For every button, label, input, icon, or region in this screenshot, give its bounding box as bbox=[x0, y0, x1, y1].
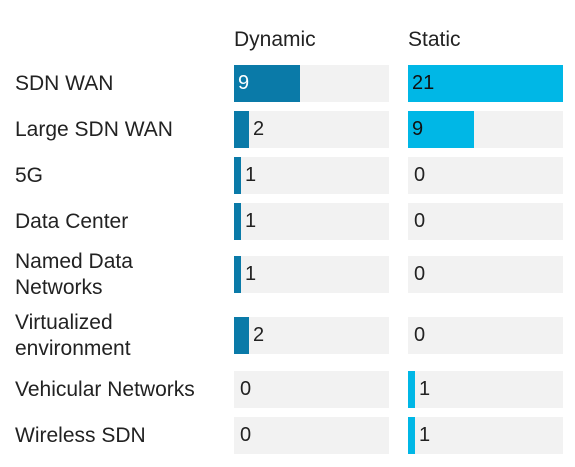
cell-dynamic: 1 bbox=[234, 256, 389, 293]
bar bbox=[408, 111, 474, 148]
bar bbox=[234, 157, 241, 194]
cell-dynamic: 2 bbox=[234, 317, 389, 354]
row-label: Vehicular Networks bbox=[15, 377, 195, 401]
value-label: 9 bbox=[412, 118, 424, 140]
cell-static: 0 bbox=[408, 317, 563, 354]
column-header-static: Static bbox=[408, 28, 461, 51]
bar bbox=[234, 65, 300, 102]
value-label: 2 bbox=[253, 324, 265, 346]
row-label: Named Data Networks bbox=[15, 249, 133, 299]
bar bbox=[408, 65, 563, 102]
cell-dynamic: 0 bbox=[234, 417, 389, 454]
value-label: 1 bbox=[245, 210, 257, 232]
value-label: 1 bbox=[419, 424, 431, 446]
value-label: 0 bbox=[414, 210, 426, 232]
cell-static: 0 bbox=[408, 157, 563, 194]
row-label: Large SDN WAN bbox=[15, 117, 173, 141]
value-label: 0 bbox=[414, 164, 426, 186]
value-label: 0 bbox=[414, 263, 426, 285]
cell-static: 0 bbox=[408, 203, 563, 240]
bar bbox=[408, 371, 415, 408]
row-label: Virtualized environment bbox=[15, 310, 131, 360]
bar bbox=[234, 203, 241, 240]
bar bbox=[234, 317, 249, 354]
cell-static: 9 bbox=[408, 111, 563, 148]
row-label: Data Center bbox=[15, 209, 129, 233]
cell-dynamic: 2 bbox=[234, 111, 389, 148]
value-label: 9 bbox=[238, 72, 250, 94]
cell-dynamic: 1 bbox=[234, 203, 389, 240]
value-label: 1 bbox=[245, 263, 257, 285]
bar bbox=[234, 111, 249, 148]
value-label: 1 bbox=[419, 378, 431, 400]
cell-static: 21 bbox=[408, 65, 563, 102]
value-label: 0 bbox=[240, 378, 252, 400]
row-label: 5G bbox=[15, 163, 44, 187]
cell-dynamic: 1 bbox=[234, 157, 389, 194]
value-label: 2 bbox=[253, 118, 265, 140]
cell-static: 1 bbox=[408, 417, 563, 454]
cell-static: 1 bbox=[408, 371, 563, 408]
row-label: Wireless SDN bbox=[15, 423, 146, 447]
cell-dynamic: 0 bbox=[234, 371, 389, 408]
bar bbox=[408, 417, 415, 454]
cell-static: 0 bbox=[408, 256, 563, 293]
bar bbox=[234, 256, 241, 293]
value-label: 0 bbox=[414, 324, 426, 346]
column-header-dynamic: Dynamic bbox=[234, 28, 316, 51]
cell-dynamic: 9 bbox=[234, 65, 389, 102]
value-label: 1 bbox=[245, 164, 257, 186]
value-label: 0 bbox=[240, 424, 252, 446]
row-label: SDN WAN bbox=[15, 71, 114, 95]
value-label: 21 bbox=[412, 72, 435, 94]
